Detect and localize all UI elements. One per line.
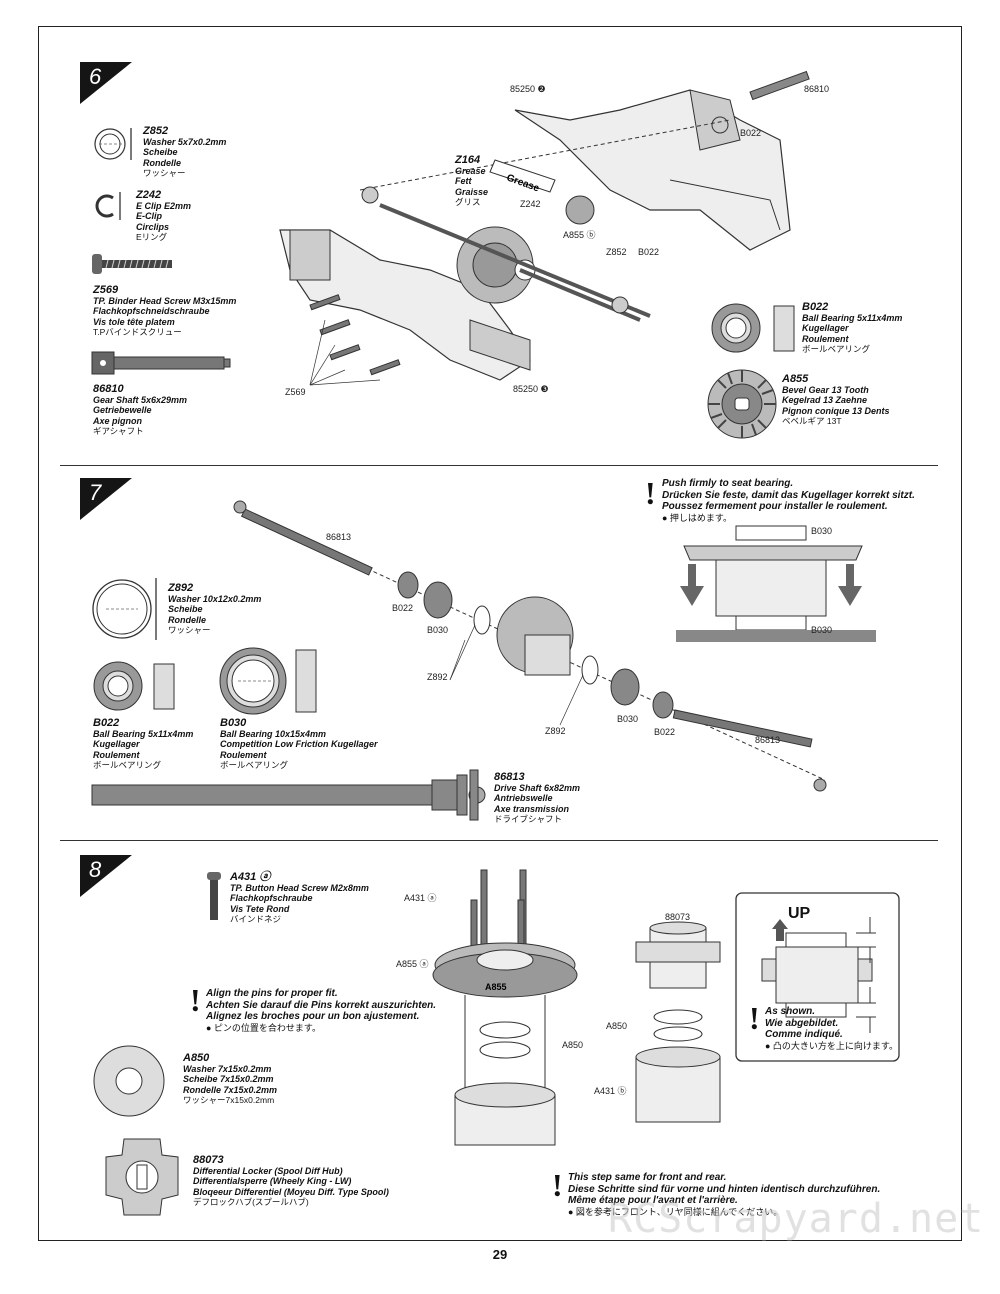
callout-b030: B030 bbox=[427, 625, 449, 635]
washer-icon bbox=[94, 128, 132, 160]
callout-b022: B022 bbox=[392, 603, 414, 613]
ball-bearing-icon bbox=[219, 647, 317, 715]
step-separator bbox=[60, 840, 938, 841]
callout-a431: A431 ⓑ bbox=[594, 1086, 627, 1096]
page-frame bbox=[38, 26, 962, 1241]
warning-icon: ! bbox=[645, 475, 656, 511]
part-b022: B022 Ball Bearing 5x11x4mm Kugellager Ro… bbox=[93, 717, 194, 770]
bevel-gear-icon bbox=[707, 369, 777, 439]
warning-icon: ! bbox=[552, 1167, 563, 1203]
ball-bearing-icon bbox=[711, 303, 795, 353]
step-separator bbox=[60, 465, 938, 466]
callout-86813: 86813 bbox=[326, 532, 352, 542]
callout-86813: 86813 bbox=[755, 735, 781, 745]
callout-a431: A431 ⓐ bbox=[404, 893, 437, 903]
gear-shaft-icon bbox=[91, 351, 231, 375]
screw-icon bbox=[92, 254, 172, 274]
part-a850: A850 Washer 7x15x0.2mm Scheibe 7x15x0.2m… bbox=[183, 1052, 278, 1105]
watermark: RCScrapyard.net bbox=[608, 1196, 985, 1242]
callout-86810: 86810 bbox=[804, 84, 830, 94]
callout-a850: A850 bbox=[562, 1040, 584, 1050]
callout-z569: Z569 bbox=[285, 387, 306, 397]
note-push-bearing: Push firmly to seat bearing. Drücken Sie… bbox=[662, 478, 915, 523]
note-as-shown: As shown. Wie abgebildet. Comme indiqué.… bbox=[765, 1006, 899, 1051]
part-88073: 88073 Differential Locker (Spool Diff Hu… bbox=[193, 1154, 389, 1207]
e-clip-icon bbox=[95, 192, 121, 220]
callout-a850: A850 bbox=[606, 1021, 628, 1031]
part-z852: Z852 Washer 5x7x0.2mm Scheibe Rondelle ワ… bbox=[143, 125, 227, 178]
callout-85250: 85250 ❷ bbox=[510, 84, 546, 94]
callout-b030: B030 bbox=[811, 625, 833, 635]
callout-z892: Z892 bbox=[427, 672, 448, 682]
callout-b022: B022 bbox=[740, 128, 762, 138]
part-b030: B030 Ball Bearing 10x15x4mm Competition … bbox=[220, 717, 378, 770]
callout-b030: B030 bbox=[617, 714, 639, 724]
up-label: UP bbox=[788, 905, 811, 922]
drive-shaft-icon bbox=[91, 769, 486, 821]
callout-z892: Z892 bbox=[545, 726, 566, 736]
step7-exploded-diagram bbox=[233, 500, 827, 792]
part-a855: A855 Bevel Gear 13 Tooth Kegelrad 13 Zae… bbox=[782, 373, 890, 426]
callout-a855: A855 ⓑ bbox=[563, 230, 596, 240]
part-z892: Z892 Washer 10x12x0.2mm Scheibe Rondelle… bbox=[168, 582, 262, 635]
part-86813: 86813 Drive Shaft 6x82mm Antriebswelle A… bbox=[494, 771, 581, 824]
note-front-rear: This step same for front and rear. Diese… bbox=[568, 1172, 881, 1217]
callout-b022: B022 bbox=[654, 727, 676, 737]
callout-85250: 85250 ❸ bbox=[513, 384, 549, 394]
callout-88073: 88073 bbox=[665, 912, 691, 922]
page-number: 29 bbox=[492, 1247, 508, 1262]
washer-icon bbox=[92, 578, 157, 640]
note-align-pins: Align the pins for proper fit. Achten Si… bbox=[206, 988, 437, 1033]
button-screw-icon bbox=[207, 872, 221, 920]
warning-icon: ! bbox=[190, 982, 201, 1018]
ball-bearing-icon bbox=[93, 661, 175, 711]
grease-callout: Z164 Grease Fett Graisse グリス bbox=[455, 154, 489, 207]
callout-b022: B022 bbox=[638, 247, 660, 257]
washer-icon bbox=[93, 1045, 165, 1117]
part-b022: B022 Ball Bearing 5x11x4mm Kugellager Ro… bbox=[802, 301, 903, 354]
step8-assembled-diagram bbox=[635, 921, 721, 1123]
part-86810: 86810 Gear Shaft 5x6x29mm Getriebewelle … bbox=[93, 383, 188, 436]
step6-exploded-diagram: Grease bbox=[279, 70, 810, 386]
step8-exploded-diagram: A855 bbox=[432, 869, 578, 1146]
callout-z852: Z852 bbox=[606, 247, 627, 257]
diff-locker-icon bbox=[105, 1138, 179, 1216]
part-z242: Z242 E Clip E2mm E-Clip Circlips Eリング bbox=[136, 189, 192, 242]
gear-label: A855 bbox=[485, 982, 507, 992]
up-detail-box bbox=[735, 892, 900, 1062]
callout-a855: A855 ⓐ bbox=[396, 959, 429, 969]
callout-b030: B030 bbox=[811, 526, 833, 536]
part-z569: Z569 TP. Binder Head Screw M3x15mm Flach… bbox=[93, 284, 237, 337]
callout-z242: Z242 bbox=[520, 199, 541, 209]
bearing-press-detail bbox=[676, 525, 876, 642]
warning-icon: ! bbox=[749, 1000, 760, 1036]
part-a431: A431 ⓐ TP. Button Head Screw M2x8mm Flac… bbox=[230, 871, 369, 924]
